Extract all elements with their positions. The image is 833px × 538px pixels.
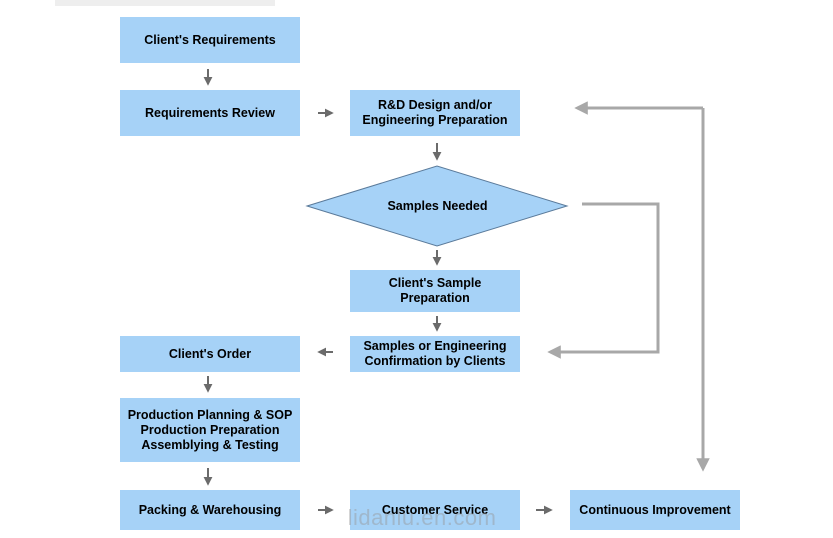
node-clients-order-bg — [120, 336, 300, 372]
node-continuous-improvement: Continuous Improvement — [579, 502, 731, 517]
node-client-sample-prep: Client's Sample Preparation — [388, 276, 482, 305]
node-clients-requirements-bg — [120, 17, 300, 63]
node-client-sample-prep-bg — [350, 270, 520, 312]
node-customer-service: Customer Service — [381, 502, 489, 517]
loop-arrow-no-samples-to-confirmation — [547, 202, 660, 359]
node-customer-service-bg — [350, 490, 520, 530]
node-samples-confirmation-bg — [350, 336, 520, 372]
node-production-planning-bg — [120, 398, 300, 462]
node-requirements-review: Requirements Review — [145, 105, 275, 120]
node-samples-confirmation: Samples or Engineering Confirmation by C… — [363, 339, 507, 368]
decision-samples-needed-shape — [305, 165, 569, 247]
node-clients-requirements: Client's Requirements — [144, 32, 276, 47]
node-packing: Packing & Warehousing — [138, 502, 282, 517]
node-production-planning: Production Planning & SOP Production Pre… — [127, 407, 293, 452]
node-packing-bg — [120, 490, 300, 530]
top-artifact — [55, 0, 275, 6]
node-rd-design: R&D Design and/or Engineering Preparatio… — [362, 98, 508, 127]
node-clients-order: Client's Order — [168, 346, 252, 361]
node-continuous-improvement-bg — [570, 490, 740, 530]
watermark-text: lidanlu.en.com — [347, 505, 497, 530]
decision-samples-needed: Samples Needed — [387, 199, 488, 213]
node-rd-design-bg — [350, 90, 520, 136]
node-requirements-review-bg — [120, 90, 300, 136]
